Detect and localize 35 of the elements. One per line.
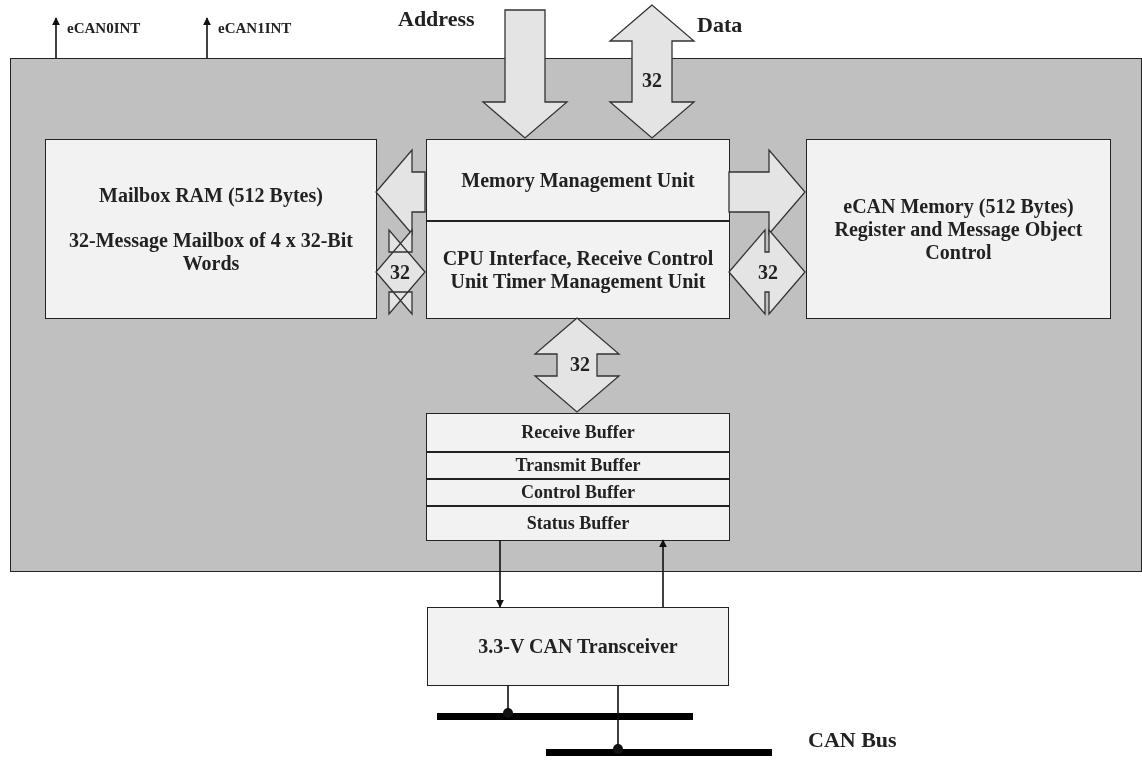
arrow (659, 539, 667, 608)
module-label: Transmit Buffer (515, 455, 641, 476)
module-box (426, 139, 730, 221)
module-label: Mailbox RAM (512 Bytes) (99, 183, 323, 207)
module-label: Control Buffer (520, 482, 636, 503)
chip-panel (10, 58, 1142, 572)
arrow (203, 17, 211, 59)
arrow (496, 539, 504, 608)
bus-arrow (481, 9, 569, 139)
module-label: eCAN Memory (512 Bytes) Register and Message Object Control (833, 194, 1084, 264)
module-box (426, 506, 730, 541)
module-label: Memory Management Unit (461, 168, 695, 192)
bus-arrow (608, 4, 696, 139)
signal-label: Data (697, 12, 743, 38)
module-label: 3.3-V CAN Transceiver (478, 635, 678, 658)
module-box (427, 607, 729, 686)
bus-tap-line (503, 685, 513, 718)
signal-label: Address (398, 6, 475, 32)
bus-arrow (533, 317, 621, 413)
module-label: 32-Message Mailbox of 4 x 32-Bit Words (68, 228, 354, 275)
module-label: CPU Interface, Receive Control Unit Timer Management Unit (441, 247, 715, 293)
module-box (426, 221, 730, 319)
module-box (806, 139, 1111, 319)
module-box (426, 479, 730, 506)
module-label: Status Buffer (526, 513, 630, 534)
module-box (426, 452, 730, 479)
module-label: Receive Buffer (521, 422, 635, 443)
bus-tap-line (613, 685, 623, 754)
edge-label: eCAN0INT (67, 20, 141, 37)
bus-arrow (728, 228, 806, 316)
arrow (52, 17, 60, 59)
edge-label: eCAN1INT (218, 20, 292, 37)
bus-label: CAN Bus (808, 727, 897, 753)
module-box (45, 139, 377, 319)
module-box (426, 413, 730, 452)
